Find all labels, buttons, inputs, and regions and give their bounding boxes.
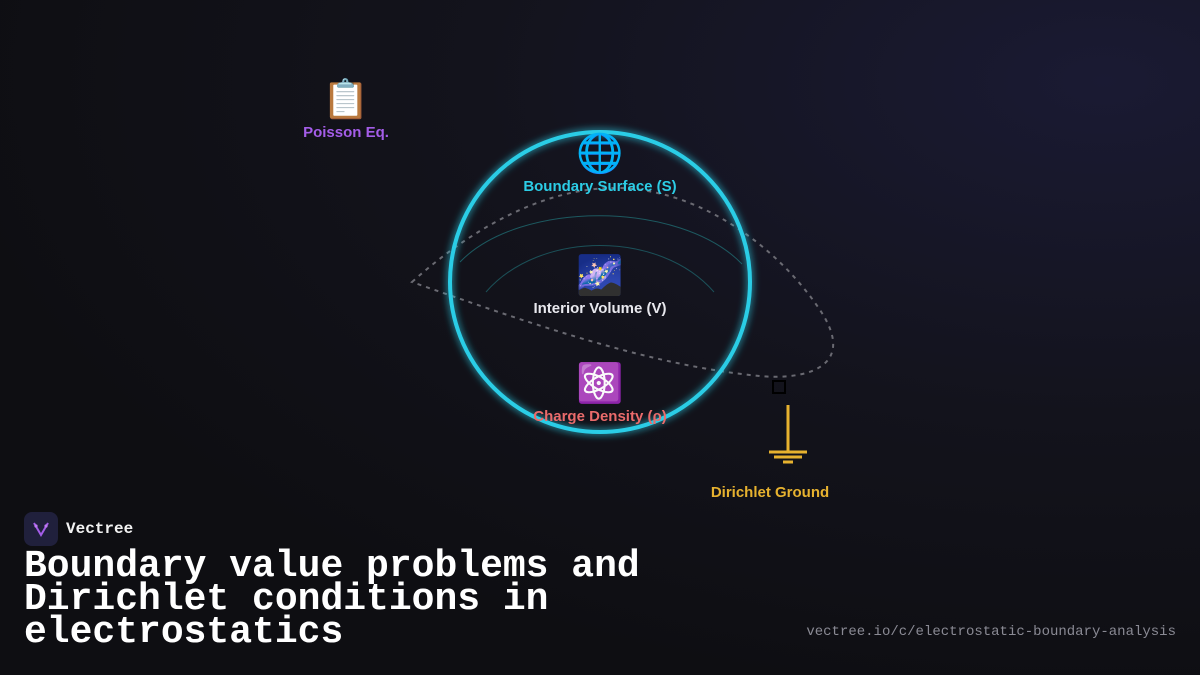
node-label: Charge Density (ρ) [533,408,667,425]
node-label: Poisson Eq. [303,124,389,141]
node-boundary-surface: 🌐 Boundary Surface (S) [523,132,676,195]
inner-arc-1 [459,215,743,265]
connector-marker [772,380,786,394]
atom-icon: ⚛️ [576,363,624,405]
brand-name: Vectree [66,520,134,538]
boundary-circle [448,130,752,434]
node-charge-density: ⚛️ Charge Density (ρ) [533,362,666,425]
ground-symbol-icon [769,405,807,464]
globe-icon: 🌐 [576,133,624,175]
node-dirichlet-ground-label: Dirichlet Ground [710,484,830,501]
galaxy-icon: 🌌 [576,255,624,297]
page-title: Boundary value problems and Dirichlet co… [24,545,640,654]
inner-arc-2 [485,245,715,293]
dashed-orbit-path [410,186,835,378]
vectree-logo-icon [24,512,58,546]
node-label: Boundary Surface (S) [523,178,677,195]
source-url[interactable]: vectree.io/c/electrostatic-boundary-anal… [806,624,1176,640]
brand: Vectree [24,512,133,546]
node-poisson: 📋 Poisson Eq. [303,78,389,141]
node-interior-volume: 🌌 Interior Volume (V) [533,254,666,317]
node-label: Interior Volume (V) [533,300,667,317]
clipboard-icon: 📋 [322,79,370,121]
